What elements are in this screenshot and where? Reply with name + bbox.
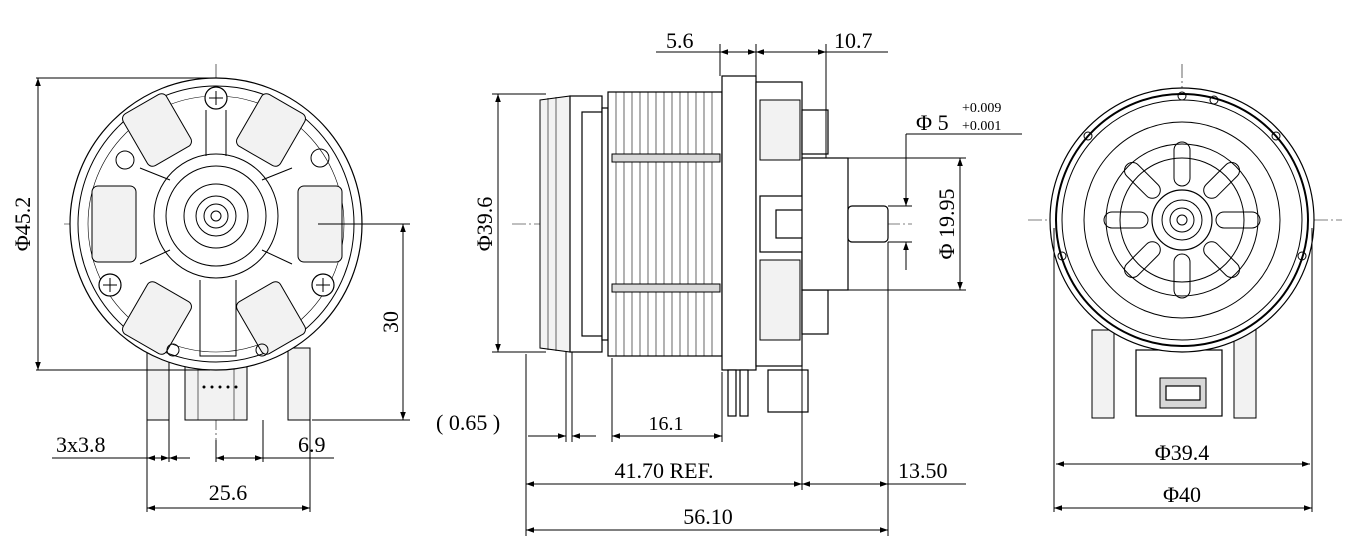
dim-front-diameter: Φ45.2 [10, 197, 35, 252]
dim-side-top-left: 5.6 [666, 28, 694, 53]
dim-total-length: 56.10 [683, 504, 733, 529]
dim-front-width: 25.6 [209, 480, 248, 505]
dim-shaft-tol-lower: +0.001 [962, 119, 1001, 134]
dim-shaft-diameter: Φ 5 [916, 110, 949, 135]
dim-gap: ( 0.65 ) [436, 410, 500, 435]
dim-rear-outer-diameter: Φ40 [1163, 482, 1201, 507]
side-bearing-boss [801, 157, 849, 291]
dim-front-pins: 3x3.8 [56, 432, 106, 457]
dim-front-height: 30 [378, 311, 403, 333]
side-flange-plate [721, 75, 757, 371]
front-view: Φ45.2 30 3x3.8 6.9 25.6 [10, 64, 410, 512]
side-view: 5.6 10.7 Φ39.6 Φ 19.95 Φ 5 +0.009 +0.001… [436, 28, 1022, 536]
dim-flange-diameter: Φ 19.95 [934, 188, 959, 259]
rear-fan-spokes [1103, 141, 1261, 299]
dim-shaft-tol-upper: +0.009 [962, 101, 1001, 116]
dim-body-diameter: Φ39.6 [472, 197, 497, 252]
dim-stack-length: 16.1 [649, 413, 684, 435]
side-stator [607, 91, 723, 357]
side-endcap [539, 95, 571, 353]
dim-ref-length: 41.70 REF. [614, 458, 713, 483]
front-screws [98, 86, 335, 297]
dim-rear-inner-diameter: Φ39.4 [1155, 440, 1210, 465]
rear-view: Φ39.4 Φ40 [1028, 64, 1342, 512]
dim-front-pin-offset: 6.9 [298, 432, 326, 457]
dim-shaft-length: 13.50 [898, 458, 948, 483]
dim-side-top-right: 10.7 [834, 28, 873, 53]
side-shaft [847, 205, 889, 243]
